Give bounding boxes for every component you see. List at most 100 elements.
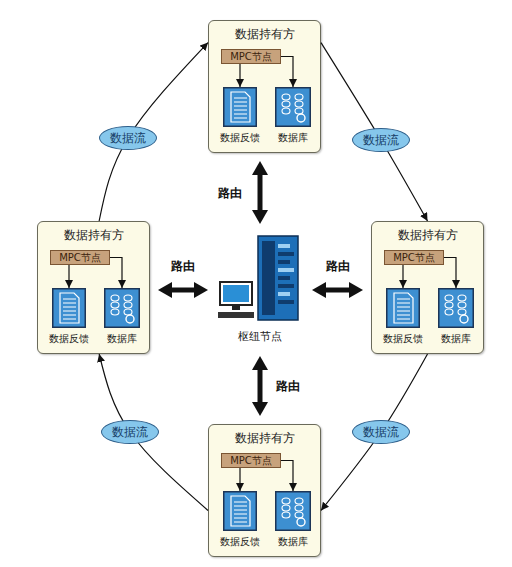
document-line — [397, 307, 410, 308]
node-label: 数据库 — [261, 535, 325, 549]
server-slot — [278, 244, 290, 248]
database-gear — [126, 315, 134, 323]
database-icon-art — [438, 288, 474, 328]
database-coil — [282, 94, 290, 100]
document-line — [63, 303, 76, 304]
monitor-stand — [232, 305, 240, 310]
server-tower — [258, 236, 298, 320]
box-heading: 数据持有方 — [372, 227, 483, 244]
server-panel — [262, 241, 275, 315]
icon-frame — [224, 492, 257, 531]
server-slot — [278, 292, 290, 296]
feedback-icon-art — [386, 288, 420, 328]
document-line — [63, 299, 76, 300]
node-label: 数据库 — [90, 332, 154, 346]
data-flow-arrow — [99, 354, 208, 510]
document-line — [234, 102, 247, 103]
database-coil — [282, 505, 290, 511]
database-coil — [282, 101, 290, 107]
flow-label-ellipse: 数据流 — [352, 420, 410, 444]
icon-frame — [224, 88, 257, 127]
database-coil — [295, 505, 303, 511]
route-label: 路由 — [171, 258, 195, 275]
document-line — [63, 319, 76, 320]
node-label: 数据库 — [424, 332, 488, 346]
database-coil — [111, 295, 119, 301]
document-line — [234, 98, 247, 99]
database-coil — [458, 295, 466, 301]
data-holder-box: 数据持有方MPC节点数据反馈数据库 — [208, 20, 321, 153]
database-icon: 数据库 — [104, 288, 140, 328]
database-icon-art — [275, 87, 311, 127]
feedback-icon-art — [223, 87, 257, 127]
database-coil — [445, 309, 453, 315]
document-line — [63, 315, 76, 316]
document-line — [234, 118, 247, 119]
database-icon: 数据库 — [275, 491, 311, 531]
document-line — [397, 311, 410, 312]
document-line — [234, 114, 247, 115]
database-icon: 数据库 — [438, 288, 474, 328]
icon-frame — [276, 492, 311, 531]
database-coil — [445, 295, 453, 301]
icon-frame — [276, 88, 311, 127]
flow-label-ellipse: 数据流 — [352, 128, 410, 152]
document-line — [397, 303, 410, 304]
database-coil — [295, 94, 303, 100]
database-gear — [297, 114, 305, 122]
database-icon-art — [275, 491, 311, 531]
data-feedback-icon: 数据反馈 — [223, 87, 257, 127]
node-label: 枢纽节点 — [206, 329, 314, 344]
database-coil — [458, 302, 466, 308]
document-line — [234, 522, 247, 523]
hub-node: 枢纽节点 — [216, 232, 304, 348]
database-coil — [282, 108, 290, 114]
icon-frame — [387, 289, 420, 328]
data-holder-box: 数据持有方MPC节点数据反馈数据库 — [37, 221, 150, 354]
document-line — [63, 311, 76, 312]
document-line — [234, 502, 247, 503]
database-gear — [297, 518, 305, 526]
server-slot — [278, 300, 294, 304]
box-heading: 数据持有方 — [209, 430, 320, 447]
document-line — [234, 514, 247, 515]
data-holder-box: 数据持有方 MPC节点数据反馈数据库 — [208, 424, 321, 557]
routing-arrow — [258, 369, 263, 403]
database-coil — [445, 302, 453, 308]
database-icon: 数据库 — [275, 87, 311, 127]
data-flow-arrow — [321, 354, 428, 510]
node-label: 数据反馈 — [38, 332, 100, 346]
document-line — [397, 299, 410, 300]
mpc-node-bar: MPC节点 — [221, 453, 281, 468]
database-coil — [111, 302, 119, 308]
database-coil — [458, 309, 466, 315]
mpc-node-bar: MPC节点 — [221, 49, 281, 64]
data-feedback-icon: 数据反馈 — [223, 491, 257, 531]
node-label: MPC节点 — [222, 50, 280, 63]
node-label: 数据库 — [261, 131, 325, 145]
database-coil — [124, 302, 132, 308]
database-coil — [124, 295, 132, 301]
document-outline — [60, 293, 79, 323]
document-line — [397, 319, 410, 320]
feedback-icon-art — [223, 491, 257, 531]
database-coil — [295, 108, 303, 114]
database-coil — [111, 309, 119, 315]
node-label: 数据反馈 — [372, 332, 434, 346]
routing-arrow — [258, 174, 263, 211]
node-label: 数据反馈 — [209, 131, 271, 145]
feedback-icon-art — [52, 288, 86, 328]
data-holder-box: 数据持有方 MPC节点数据反馈数据库 — [371, 221, 484, 354]
data-flow-arrow — [321, 43, 428, 221]
node-label: MPC节点 — [385, 251, 443, 264]
document-outline — [231, 92, 250, 122]
document-line — [234, 518, 247, 519]
routing-arrow — [171, 288, 195, 293]
document-line — [397, 315, 410, 316]
database-coil — [282, 498, 290, 504]
server-slot — [278, 284, 294, 288]
icon-frame — [53, 289, 86, 328]
server-slot — [278, 252, 294, 256]
mpc-node-bar: MPC节点 — [384, 250, 444, 265]
